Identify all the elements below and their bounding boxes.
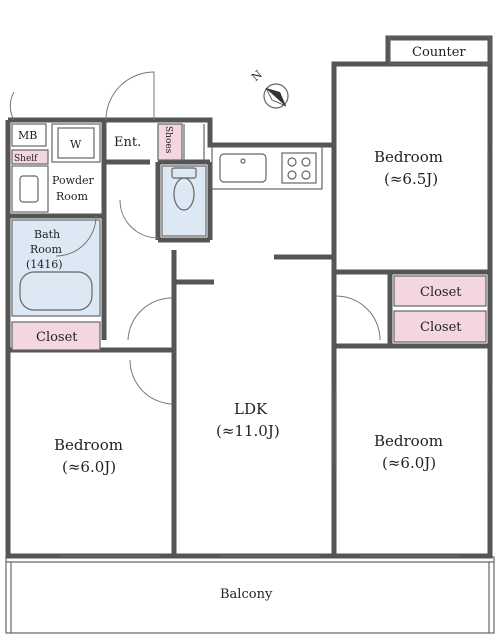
kitchen-counter [211,146,323,190]
toilet-icon [173,177,195,211]
bath-room-label-3: (1416) [26,258,63,271]
bedroom-right-size: (≈6.0J) [382,454,436,472]
bedroom-top-right-label: Bedroom [374,148,443,166]
shelf-label: Shelf [14,154,38,164]
bath-room-label-2: Room [30,243,63,256]
compass-icon [263,83,289,109]
powder-room-label-2: Room [56,190,89,203]
toilet-room [161,165,207,237]
bedroom-top-right-size: (≈6.5J) [384,170,438,188]
stove-icon [281,152,317,184]
counter-label: Counter [412,45,466,60]
closet-right-1-label: Closet [420,285,462,300]
vanity [11,165,49,213]
ldk-label: LDK [234,400,268,418]
shoes-area [157,123,183,161]
powder-room-label-1: Powder [52,174,95,187]
bath-room [11,219,101,317]
closet-right-2-label: Closet [420,320,462,335]
closet-right-2 [393,310,487,343]
balcony-label: Balcony [220,587,273,602]
entrance-label: Ent. [114,135,141,150]
closet-left-label: Closet [36,330,78,345]
washer-label: W [70,138,82,151]
ldk-size: (≈11.0J) [216,422,280,440]
compass-label: N [249,68,265,84]
shelf-area [11,149,49,165]
bedroom-right-label: Bedroom [374,432,443,450]
counter-area [389,35,491,65]
closet-right-1 [393,275,487,307]
sink-icon [219,153,267,183]
bedroom-left-size: (≈6.0J) [62,458,116,476]
washer-box [51,123,101,163]
bath-room-label-1: Bath [34,228,60,241]
mb-box [11,123,47,147]
closet-left [11,321,101,351]
shoes-label: Shoes [163,126,173,154]
bedroom-left-label: Bedroom [54,436,123,454]
mb-label: MB [18,129,37,142]
bathtub [19,271,93,311]
